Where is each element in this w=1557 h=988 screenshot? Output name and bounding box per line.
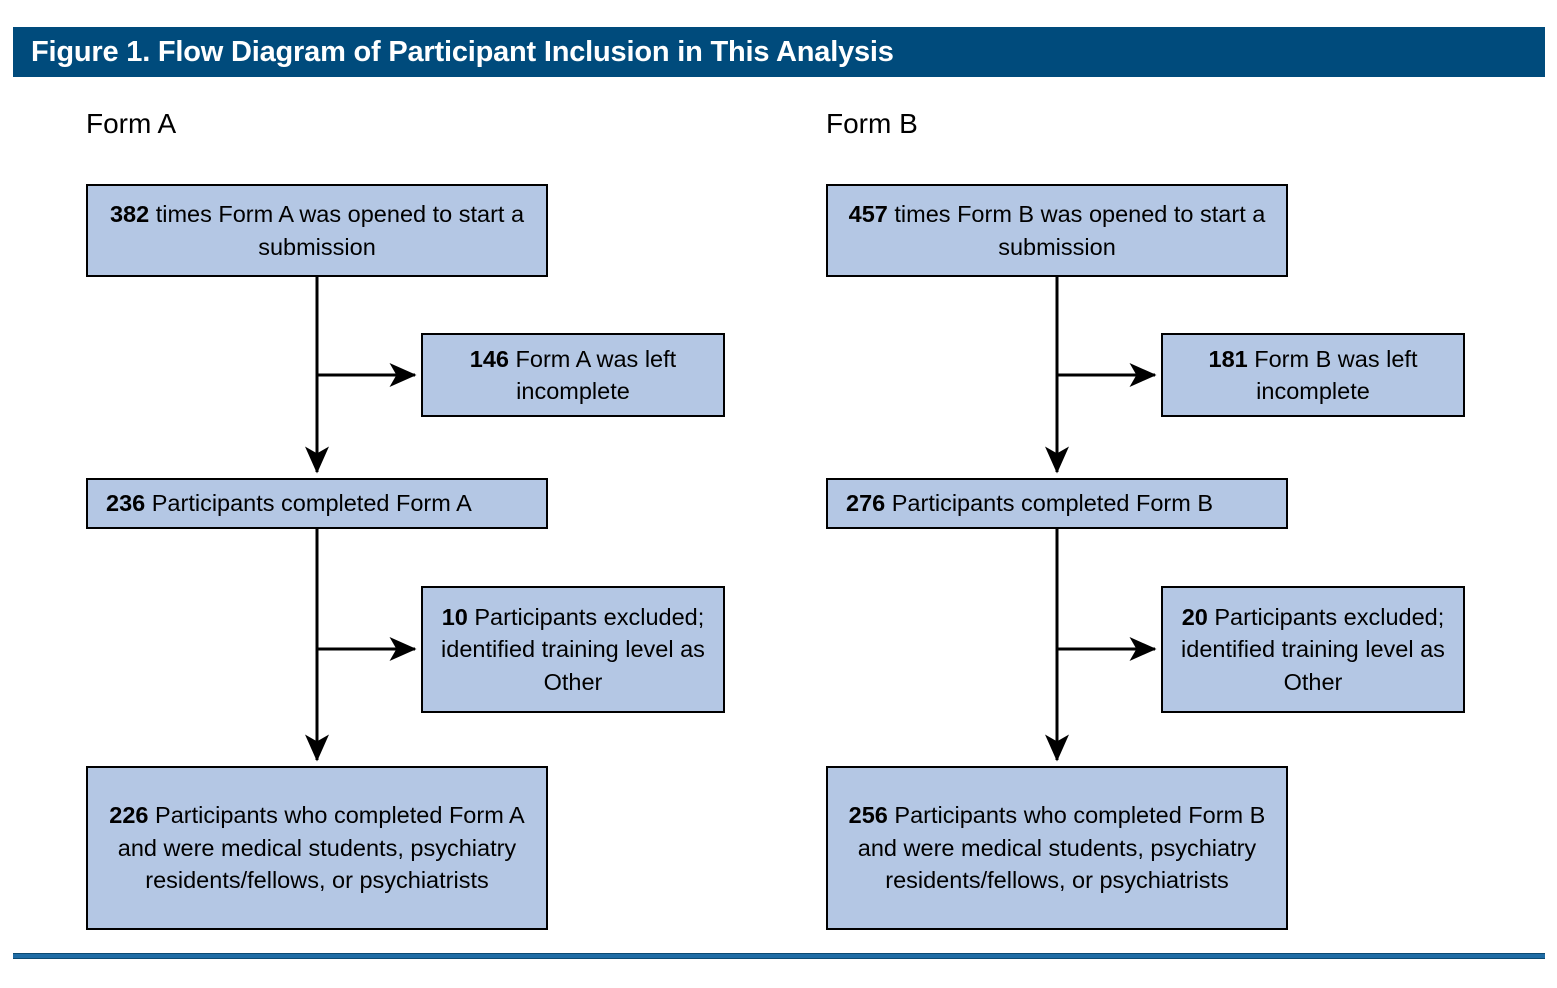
flow-box-a-final: 226 Participants who completed Form A an… (86, 766, 548, 930)
column-heading-form-b: Form B (826, 108, 918, 139)
flow-box-b-final-text: Participants who completed Form B and we… (857, 802, 1266, 894)
flow-box-b-final-count: 256 (848, 802, 888, 829)
flow-box-b-opened-count: 457 (848, 201, 888, 228)
flow-box-b-completed: 276 Participants completed Form B (826, 478, 1288, 529)
flow-box-a-incomplete: 146 Form A was left incomplete (421, 333, 725, 417)
flow-box-b-excluded-count: 20 (1181, 603, 1208, 630)
flow-box-a-final-text: Participants who completed Form A and we… (117, 802, 525, 894)
flow-box-a-incomplete-text: Form A was left incomplete (509, 345, 677, 404)
flow-box-b-excluded: 20 Participants excluded; identified tra… (1161, 586, 1465, 713)
flow-box-a-final-count: 226 (109, 802, 149, 829)
flow-box-a-opened-text: times Form A was opened to start a submi… (149, 201, 525, 260)
figure-title-bar: Figure 1. Flow Diagram of Participant In… (13, 27, 1545, 77)
flow-box-b-final: 256 Participants who completed Form B an… (826, 766, 1288, 930)
flow-box-a-completed-text: Participants completed Form A (145, 490, 472, 517)
flow-box-a-completed: 236 Participants completed Form A (86, 478, 548, 529)
flow-box-a-opened: 382 times Form A was opened to start a s… (86, 184, 548, 277)
page-title: Figure 1. Flow Diagram of Participant In… (31, 35, 894, 68)
figure-bottom-rule (13, 953, 1545, 959)
column-heading-form-a: Form A (86, 108, 177, 139)
flow-box-a-completed-count: 236 (106, 490, 146, 517)
flow-box-b-excluded-text: Participants excluded; identified traini… (1181, 603, 1445, 695)
flow-box-b-incomplete-count: 181 (1208, 345, 1248, 372)
flow-box-a-opened-count: 382 (109, 201, 150, 228)
flow-box-b-opened-text: times Form B was opened to start a submi… (887, 201, 1266, 260)
flow-box-b-opened: 457 times Form B was opened to start a s… (826, 184, 1288, 277)
flow-box-b-incomplete: 181 Form B was left incomplete (1161, 333, 1465, 417)
flow-box-b-completed-count: 276 (846, 490, 886, 517)
flow-box-a-excluded-text: Participants excluded; identified traini… (441, 603, 705, 695)
flow-box-a-excluded: 10 Participants excluded; identified tra… (421, 586, 725, 713)
flow-box-a-incomplete-count: 146 (469, 345, 510, 372)
flow-box-b-completed-text: Participants completed Form B (885, 490, 1214, 517)
flow-box-b-incomplete-text: Form B was left incomplete (1247, 345, 1418, 404)
flow-box-a-excluded-count: 10 (441, 603, 468, 630)
